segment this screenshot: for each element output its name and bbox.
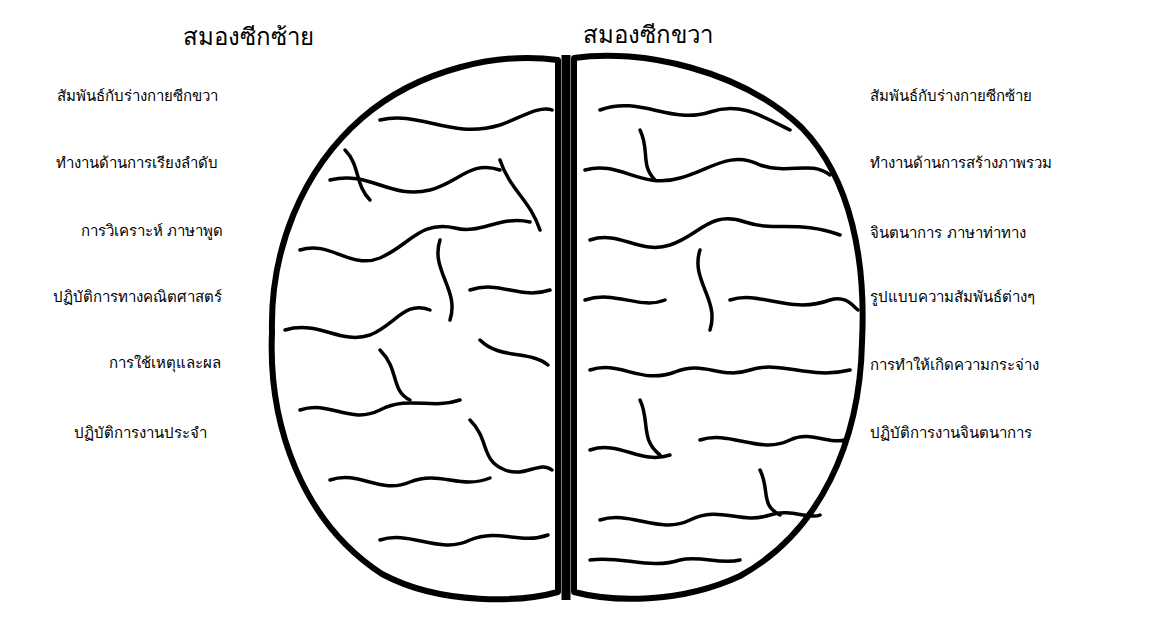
function-label: ปฏิบัติการงานจินตนาการ [870,423,1032,443]
hemisphere-heading: สมองซีกซ้าย [183,22,314,52]
function-label: การทำให้เกิดความกระจ่าง [870,355,1039,375]
function-label: ปฏิบัติการทางคณิตศาสตร์ [53,287,222,307]
function-label: ทำงานด้านการเรียงลำดับ [56,153,218,173]
function-label: สัมพันธ์กับร่างกายซีกซ้าย [870,86,1032,106]
function-label: ปฏิบัติการงานประจำ [74,423,207,443]
function-label: ทำงานด้านการสร้างภาพรวม [870,153,1052,173]
function-label: สัมพันธ์กับร่างกายซีกขวา [57,86,218,106]
function-label: จินตนาการ ภาษาท่าทาง [870,223,1026,243]
function-label: การใช้เหตุและผล [109,353,221,373]
function-label: รูปแบบความสัมพันธ์ต่างๆ [870,287,1035,307]
hemisphere-heading: สมองซีกขวา [583,20,713,50]
function-label: การวิเคราะห์ ภาษาพูด [81,221,224,241]
